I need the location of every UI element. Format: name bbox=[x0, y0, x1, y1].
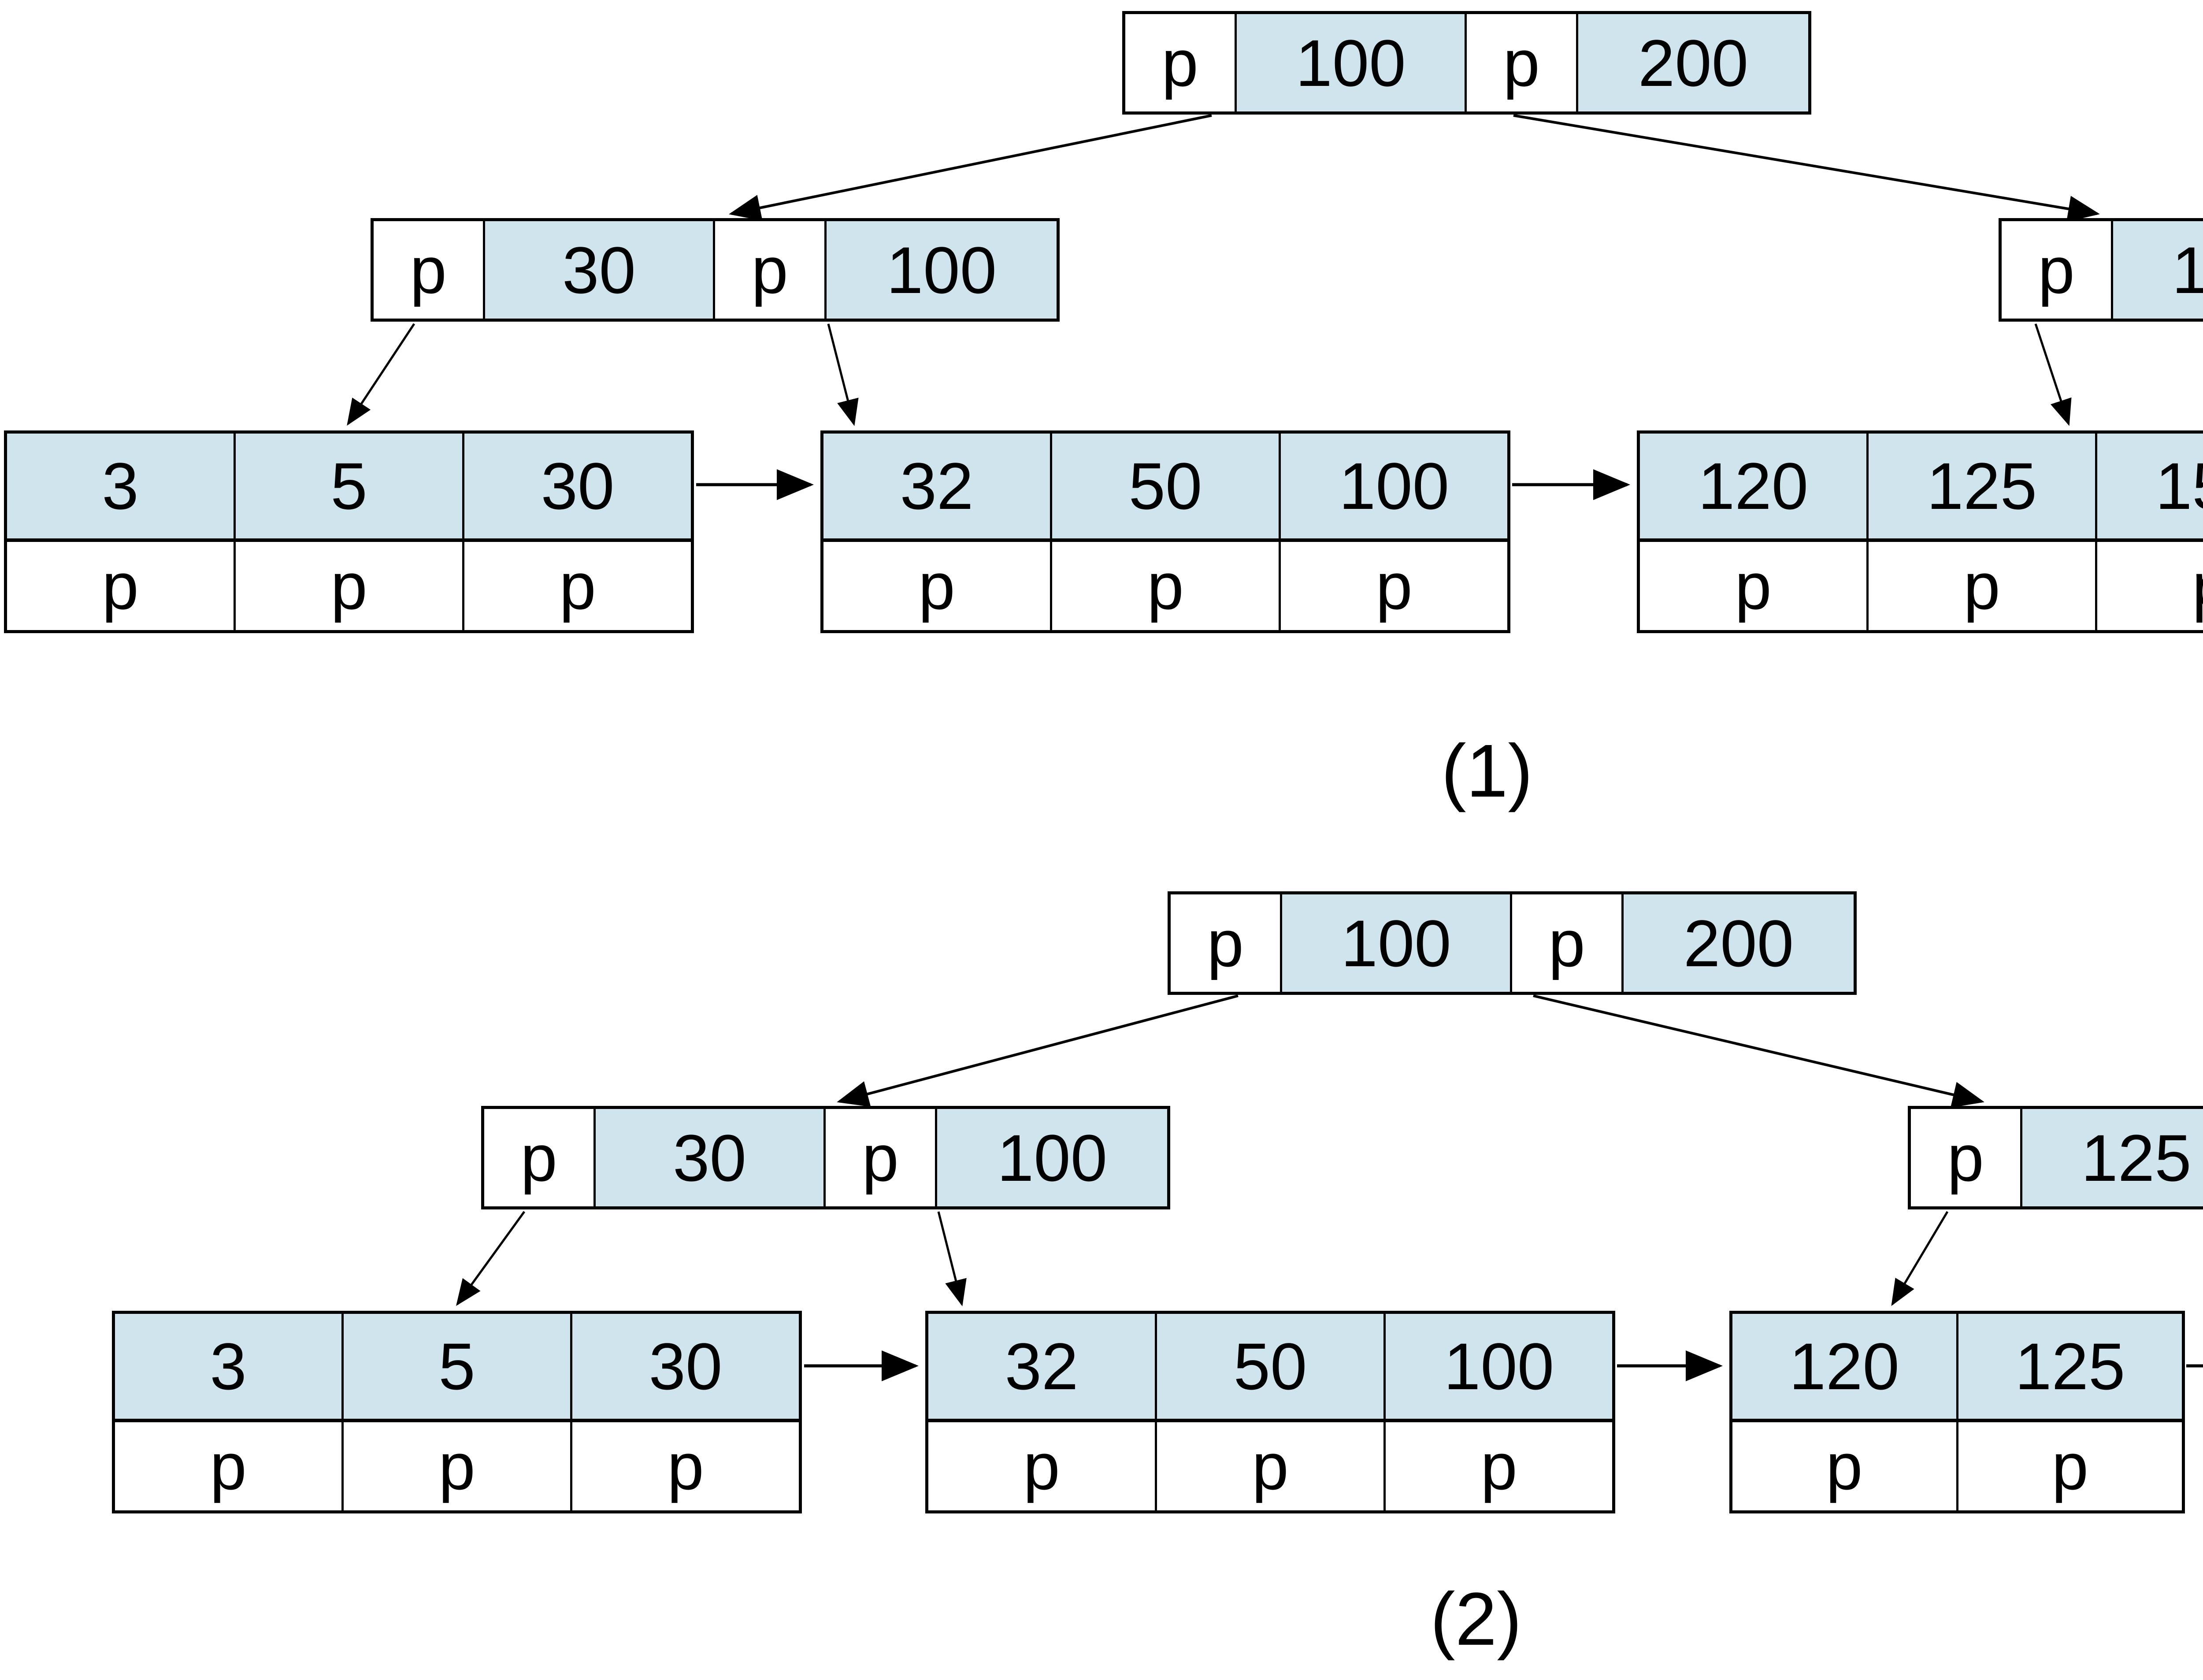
key-cell: 30 bbox=[572, 1314, 799, 1419]
edge-d1-left-to-leaf1 bbox=[347, 323, 415, 426]
key-cell: 100 bbox=[1282, 894, 1512, 992]
leaf-pointers-row: p p p bbox=[823, 542, 1507, 630]
key-cell: 5 bbox=[344, 1314, 572, 1419]
key-cell: 100 bbox=[827, 221, 1057, 319]
key-cell: 125 bbox=[1958, 1314, 2182, 1419]
pointer-cell: p bbox=[7, 542, 236, 630]
d2-leaf1-node: 3 5 30 p p p bbox=[112, 1311, 802, 1513]
pointer-cell: p bbox=[1958, 1422, 2182, 1510]
pointer-cell: p bbox=[1125, 14, 1237, 111]
leaf-pointers-row: p p p bbox=[115, 1422, 799, 1510]
d2-leaf2-node: 32 50 100 p p p bbox=[925, 1311, 1615, 1513]
key-cell: 30 bbox=[485, 221, 715, 319]
pointer-cell: p bbox=[1386, 1422, 1612, 1510]
key-cell: 100 bbox=[1237, 14, 1467, 111]
key-cell: 30 bbox=[464, 434, 691, 538]
leaf-keys-row: 120 125 150 bbox=[1640, 434, 2203, 542]
edge-d1-right-to-leaf3 bbox=[2034, 323, 2072, 426]
pointer-cell: p bbox=[1171, 894, 1282, 992]
pointer-cell: p bbox=[1281, 542, 1507, 630]
edge-d2-right-to-leaf3 bbox=[1891, 1211, 1949, 1306]
edge-d2-root-to-right bbox=[1533, 994, 1984, 1108]
diagram1-caption: (1) bbox=[1441, 729, 1533, 813]
key-cell: 5 bbox=[236, 434, 464, 538]
pointer-cell: p bbox=[1512, 894, 1624, 992]
pointer-cell: p bbox=[1157, 1422, 1386, 1510]
key-cell: 125 bbox=[2022, 1109, 2203, 1206]
pointer-cell: p bbox=[1911, 1109, 2022, 1206]
key-cell: 125 bbox=[1869, 434, 2097, 538]
leaf-keys-row: 3 5 30 bbox=[7, 434, 691, 542]
pointer-cell: p bbox=[1467, 14, 1578, 111]
pointer-cell: p bbox=[1869, 542, 2097, 630]
pointer-cell: p bbox=[2002, 221, 2113, 319]
leaf-pointers-row: p p p bbox=[7, 542, 691, 630]
d1-root-node: p 100 p 200 bbox=[1122, 11, 1811, 115]
edge-d2-left-to-leaf1 bbox=[456, 1211, 526, 1306]
leaf-keys-row: 32 50 100 bbox=[928, 1314, 1612, 1422]
pointer-cell: p bbox=[236, 542, 464, 630]
leaf-keys-row: 120 125 bbox=[1732, 1314, 2182, 1422]
pointer-cell: p bbox=[1732, 1422, 1958, 1510]
pointer-cell: p bbox=[344, 1422, 572, 1510]
key-cell: 30 bbox=[596, 1109, 826, 1206]
d2-leaf3-node: 120 125 p p bbox=[1729, 1311, 2185, 1513]
d2-root-node: p 100 p 200 bbox=[1168, 891, 1857, 995]
d1-leaf3-node: 120 125 150 p p p bbox=[1637, 430, 2203, 633]
pointer-cell: p bbox=[715, 221, 827, 319]
leaf-keys-row: 32 50 100 bbox=[823, 434, 1507, 542]
leaf-pointers-row: p p p bbox=[1640, 542, 2203, 630]
key-cell: 100 bbox=[1281, 434, 1507, 538]
key-cell: 3 bbox=[7, 434, 236, 538]
pointer-cell: p bbox=[2097, 542, 2203, 630]
key-cell: 50 bbox=[1052, 434, 1281, 538]
key-cell: 100 bbox=[1386, 1314, 1612, 1419]
pointer-cell: p bbox=[823, 542, 1052, 630]
leaf-pointers-row: p p p bbox=[928, 1422, 1612, 1510]
pointer-cell: p bbox=[464, 542, 691, 630]
d1-leaf1-node: 3 5 30 p p p bbox=[4, 430, 694, 633]
d2-internal-right-node: p 125 p 200 bbox=[1908, 1106, 2203, 1209]
pointer-cell: p bbox=[1640, 542, 1869, 630]
edge-d1-left-to-leaf2 bbox=[827, 323, 859, 426]
pointer-cell: p bbox=[484, 1109, 596, 1206]
leaf-pointers-row: p p bbox=[1732, 1422, 2182, 1510]
edge-d2-root-to-left bbox=[837, 994, 1239, 1107]
key-cell: 150 bbox=[2113, 221, 2203, 319]
d1-internal-right-node: p 150 p 200 bbox=[1999, 218, 2203, 322]
pointer-cell: p bbox=[374, 221, 485, 319]
diagram2-caption: (2) bbox=[1430, 1577, 1522, 1661]
pointer-cell: p bbox=[115, 1422, 344, 1510]
key-cell: 32 bbox=[928, 1314, 1157, 1419]
key-cell: 200 bbox=[1624, 894, 1854, 992]
key-cell: 200 bbox=[1578, 14, 1808, 111]
d1-internal-left-node: p 30 p 100 bbox=[371, 218, 1060, 322]
key-cell: 150 bbox=[2097, 434, 2203, 538]
edge-d1-root-to-left bbox=[729, 114, 1212, 221]
edge-d1-root-to-right bbox=[1513, 114, 2100, 222]
key-cell: 50 bbox=[1157, 1314, 1386, 1419]
key-cell: 100 bbox=[937, 1109, 1167, 1206]
d2-internal-left-node: p 30 p 100 bbox=[481, 1106, 1170, 1209]
edge-d2-left-to-leaf2 bbox=[937, 1211, 967, 1306]
pointer-cell: p bbox=[928, 1422, 1157, 1510]
pointer-cell: p bbox=[826, 1109, 937, 1206]
pointer-cell: p bbox=[1052, 542, 1281, 630]
d1-leaf2-node: 32 50 100 p p p bbox=[820, 430, 1510, 633]
leaf-keys-row: 3 5 30 bbox=[115, 1314, 799, 1422]
key-cell: 120 bbox=[1732, 1314, 1958, 1419]
key-cell: 3 bbox=[115, 1314, 344, 1419]
pointer-cell: p bbox=[572, 1422, 799, 1510]
key-cell: 32 bbox=[823, 434, 1052, 538]
key-cell: 120 bbox=[1640, 434, 1869, 538]
